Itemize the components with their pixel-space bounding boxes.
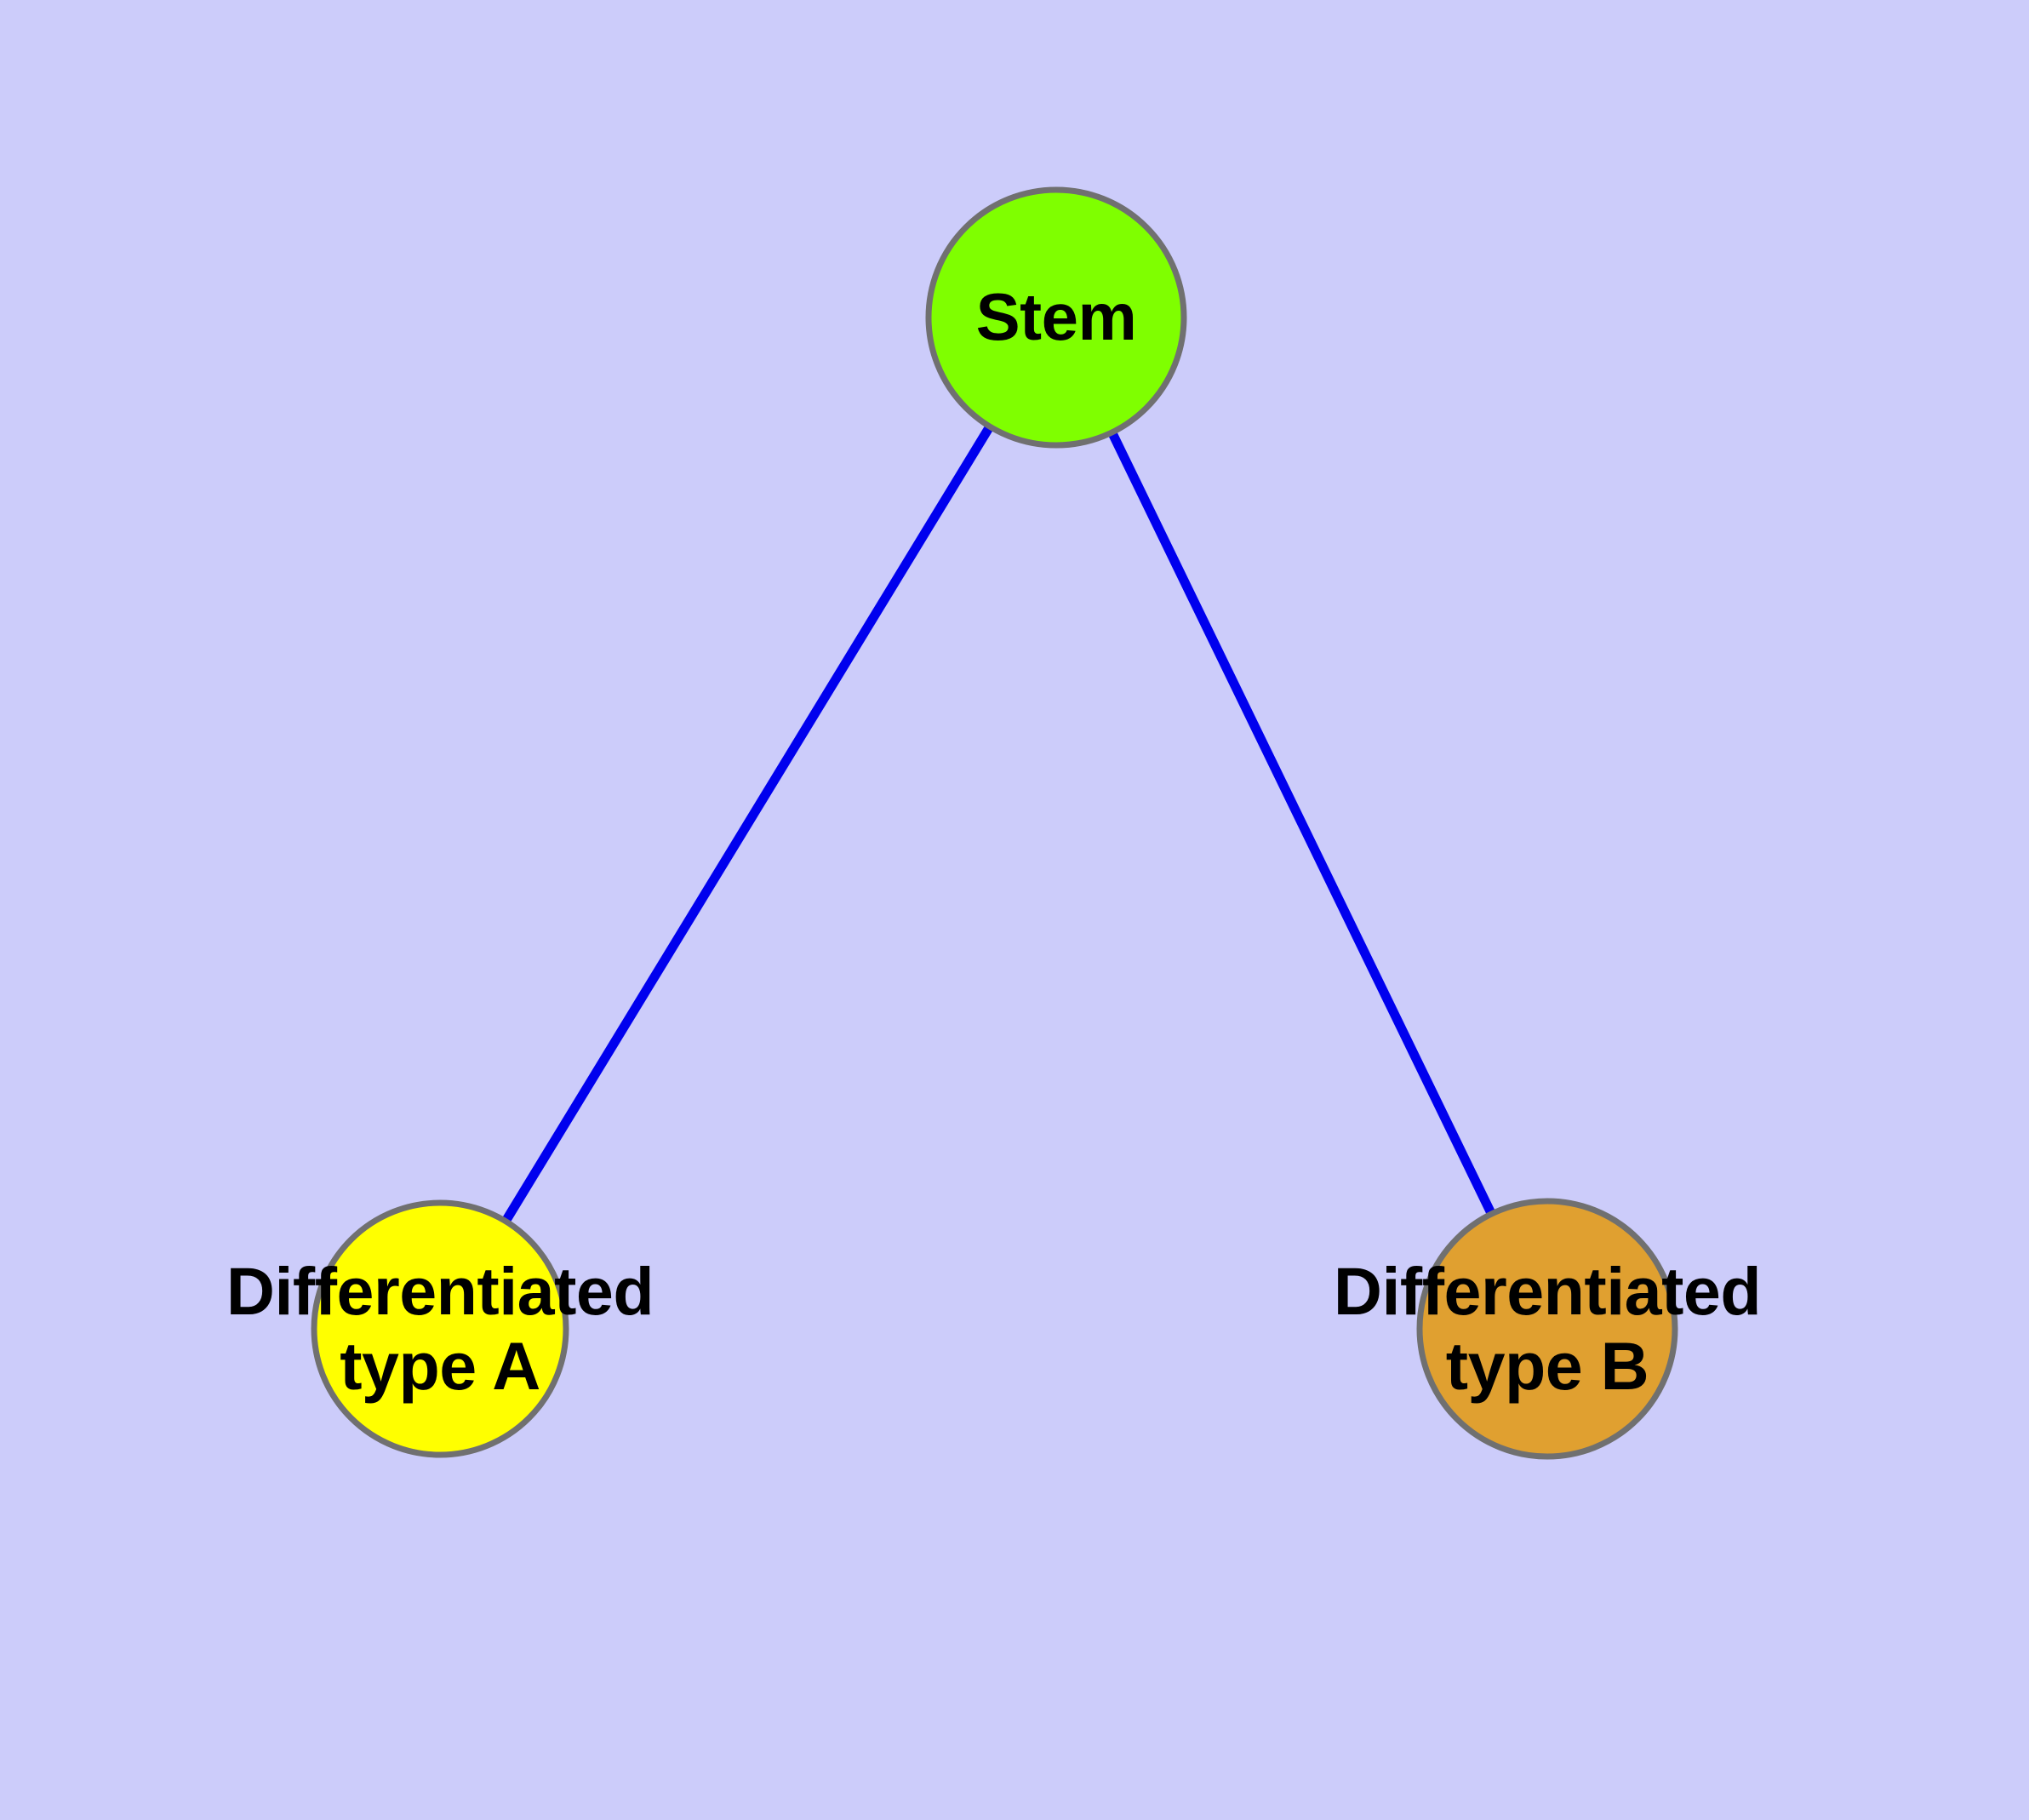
edge-layer: [500, 422, 1497, 1226]
graph-node-diff_b[interactable]: [1416, 1198, 1678, 1460]
graph-edge[interactable]: [500, 422, 995, 1226]
graph-node-diff_a[interactable]: [311, 1199, 569, 1458]
node-layer: [311, 186, 1678, 1460]
graph-node-stem[interactable]: [925, 186, 1187, 449]
graph-edge[interactable]: [1106, 428, 1497, 1218]
